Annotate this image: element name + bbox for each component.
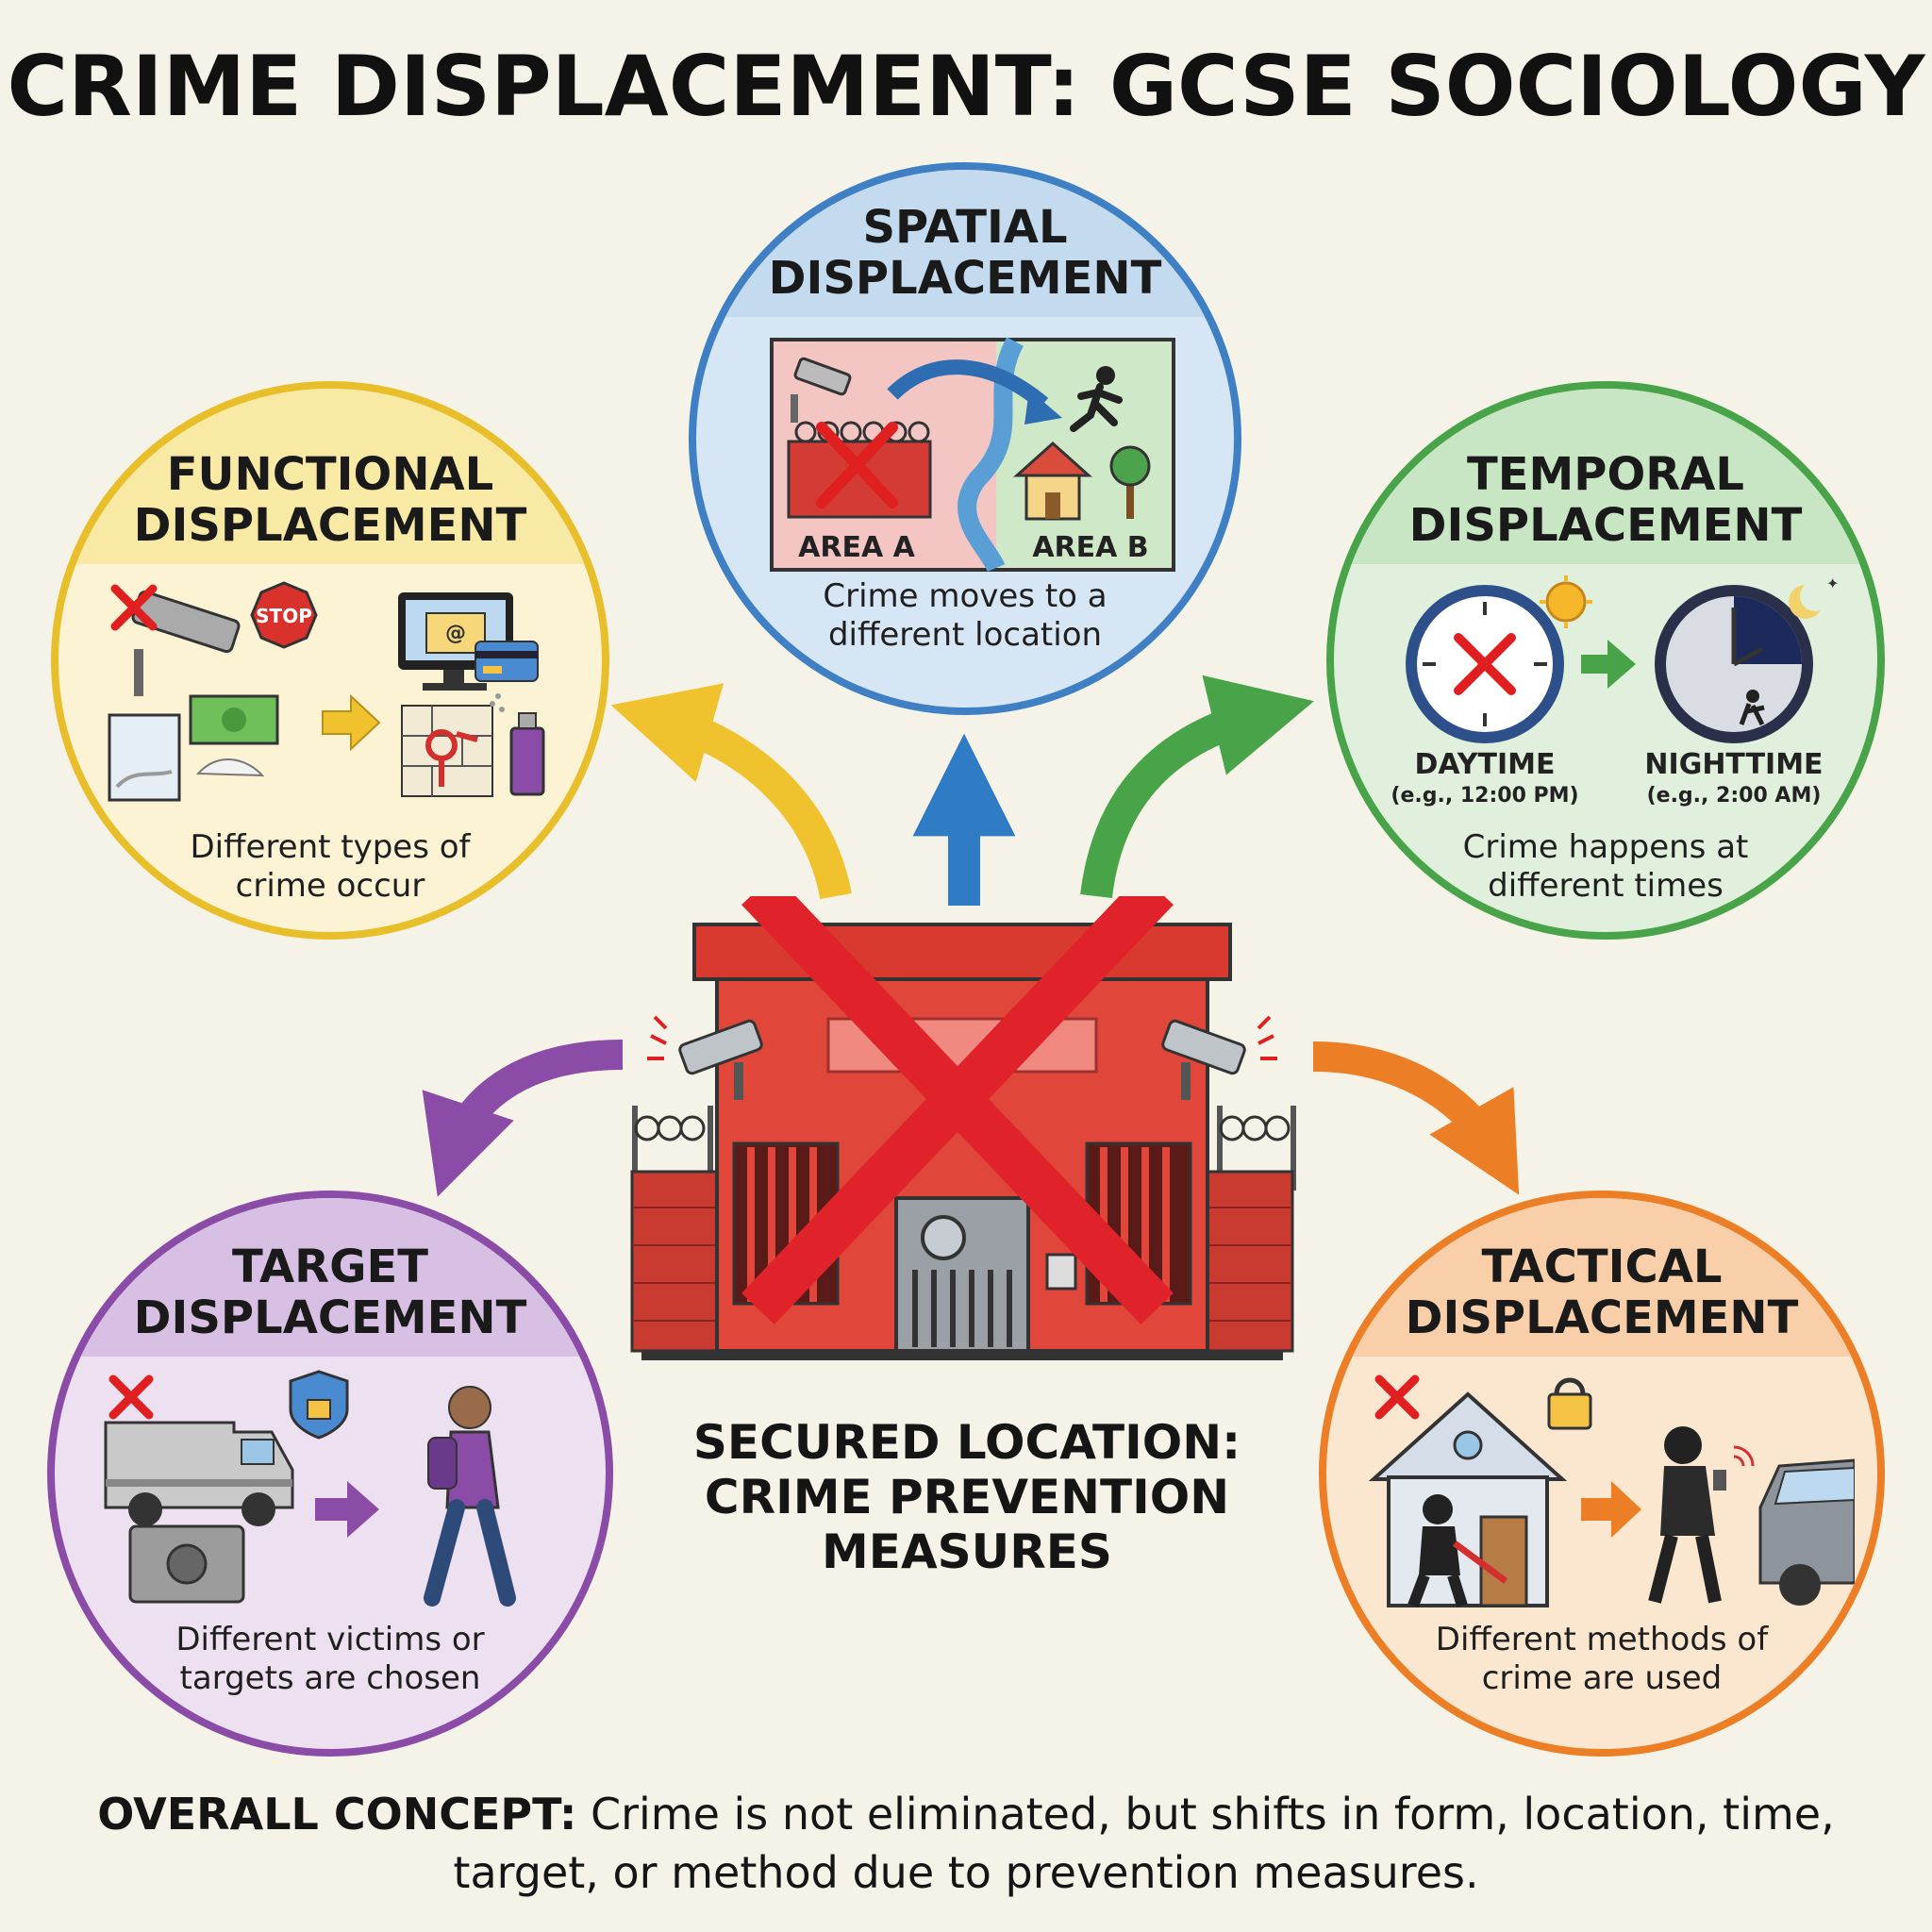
target-heading: TARGET DISPLACEMENT	[55, 1198, 606, 1357]
functional-illustration: STOP @	[108, 581, 545, 802]
drug-bag-icon	[108, 713, 181, 802]
secured-location-building	[630, 896, 1296, 1360]
tree-icon	[1109, 445, 1151, 519]
cctv-camera-icon	[131, 590, 241, 696]
moon-icon: ✦	[1789, 575, 1839, 619]
red-x-icon	[110, 584, 158, 631]
temporal-displacement-circle: TEMPORAL DISPLACEMENT ✦	[1326, 381, 1885, 940]
house-icon	[1368, 1391, 1568, 1607]
safe-icon	[128, 1524, 245, 1604]
burglar-icon	[1407, 1494, 1508, 1607]
padlock-shield-icon	[289, 1370, 349, 1440]
stop-sign-icon: STOP	[250, 581, 318, 649]
cctv-camera-icon	[791, 357, 852, 423]
spatial-illustration: AREA A AREA B	[770, 338, 1175, 572]
sun-icon	[1540, 575, 1592, 628]
red-x-icon	[1454, 633, 1516, 695]
arrow-to-target	[422, 1040, 624, 1197]
tactical-description: Different methods of crime are used	[1435, 1621, 1769, 1697]
temporal-heading: TEMPORAL DISPLACEMENT	[1334, 389, 1877, 564]
functional-heading: FUNCTIONAL DISPLACEMENT	[58, 389, 602, 564]
target-illustration	[104, 1370, 516, 1607]
running-person-icon	[1070, 366, 1123, 432]
house-icon	[1013, 441, 1092, 521]
graffiti-icon	[401, 705, 493, 797]
red-x-icon	[741, 896, 1174, 1324]
svg-text:✦: ✦	[1826, 575, 1839, 592]
nighttime-example: (e.g., 2:00 AM)	[1647, 784, 1822, 808]
svg-text:STOP: STOP	[256, 605, 312, 627]
tactical-displacement-circle: TACTICAL DISPLACEMENT	[1319, 1191, 1885, 1757]
daytime-label: DAYTIME	[1415, 748, 1556, 781]
credit-card-icon	[475, 641, 539, 682]
vault-door-icon	[894, 1196, 1077, 1353]
arrow-to-tactical	[1312, 1041, 1520, 1195]
daytime-example: (e.g., 12:00 PM)	[1391, 784, 1578, 808]
functional-displacement-circle: FUNCTIONAL DISPLACEMENT STOP	[51, 381, 609, 940]
area-a-label: AREA A	[798, 531, 915, 564]
spatial-heading: SPATIAL DISPLACEMENT	[696, 170, 1234, 317]
clock-icon	[1655, 585, 1813, 743]
tactical-heading: TACTICAL DISPLACEMENT	[1326, 1198, 1877, 1357]
red-x-icon	[108, 1374, 154, 1420]
red-x-icon	[816, 422, 898, 508]
area-b-label: AREA B	[1032, 531, 1148, 564]
functional-description: Different types of crime occur	[190, 828, 471, 905]
spatial-displacement-circle: SPATIAL DISPLACEMENT	[689, 162, 1241, 715]
red-x-icon	[1374, 1374, 1420, 1420]
page-title: CRIME DISPLACEMENT: GCSE SOCIOLOGY	[7, 38, 1925, 135]
security-van-icon	[104, 1421, 294, 1526]
cash-icon	[189, 694, 279, 777]
clock-icon	[1406, 585, 1564, 743]
barbed-wire-icon	[632, 1106, 1296, 1191]
burglar-icon	[1648, 1426, 1755, 1604]
spray-can-icon	[490, 693, 545, 796]
tactical-illustration	[1368, 1374, 1855, 1607]
overall-concept-label: OVERALL CONCEPT:	[97, 1789, 577, 1840]
padlock-icon	[1547, 1377, 1592, 1430]
overall-concept-text: Crime is not eliminated, but shifts in f…	[453, 1789, 1835, 1898]
target-displacement-circle: TARGET DISPLACEMENT Different vict	[47, 1191, 613, 1757]
temporal-description: Crime happens at different times	[1462, 828, 1749, 905]
center-caption: SECURED LOCATION: CRIME PREVENTION MEASU…	[692, 1415, 1241, 1579]
car-icon	[1758, 1458, 1855, 1606]
arrow-to-functional	[610, 683, 852, 900]
nighttime-label: NIGHTTIME	[1644, 748, 1823, 781]
cctv-camera-icon	[647, 1015, 1277, 1100]
arrow-to-temporal	[1080, 675, 1314, 899]
overall-concept: OVERALL CONCEPT: Crime is not eliminated…	[94, 1785, 1838, 1902]
temporal-illustration: ✦ DAYTIME (e.g., 12:00 PM) NIGHTTIME (e.…	[1391, 575, 1839, 808]
spatial-description: Crime moves to a different location	[823, 577, 1108, 654]
target-description: Different victims or targets are chosen	[175, 1621, 485, 1697]
pedestrian-icon	[424, 1386, 516, 1607]
svg-text:@: @	[445, 622, 466, 645]
